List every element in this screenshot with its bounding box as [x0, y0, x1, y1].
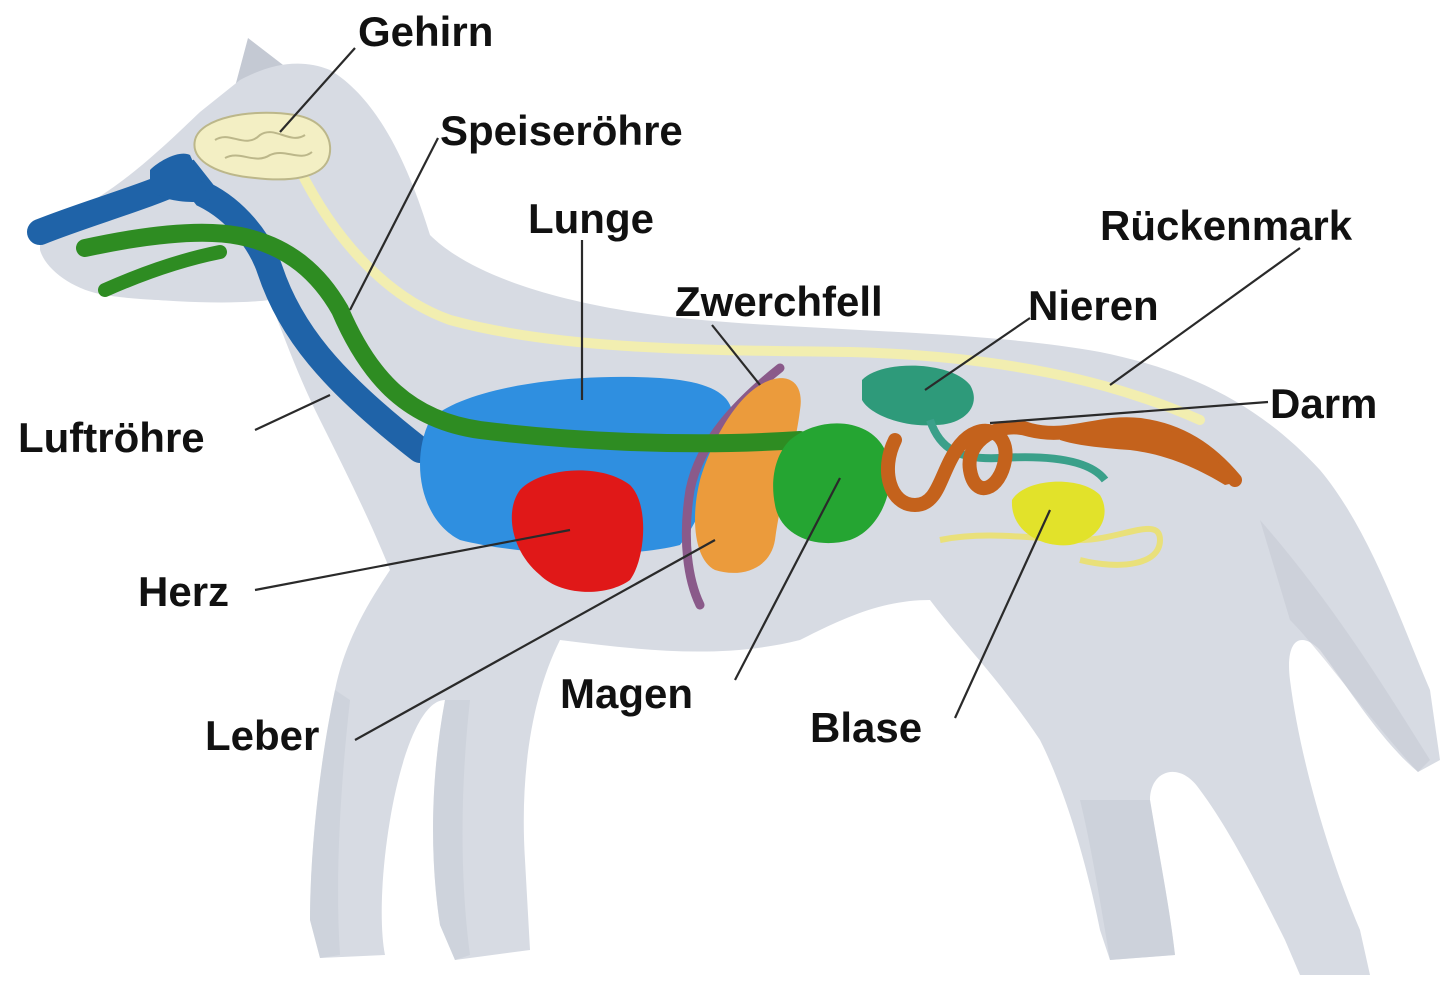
- label-esophagus: Speiseröhre: [440, 107, 683, 154]
- label-brain: Gehirn: [358, 8, 493, 55]
- label-liver: Leber: [205, 712, 319, 759]
- label-stomach: Magen: [560, 670, 693, 717]
- label-lung: Lunge: [528, 195, 654, 242]
- brain-organ: [194, 113, 330, 180]
- label-bladder: Blase: [810, 704, 922, 751]
- label-trachea: Luftröhre: [18, 414, 205, 461]
- label-diaphragm: Zwerchfell: [675, 278, 883, 325]
- label-heart: Herz: [138, 568, 229, 615]
- label-kidneys: Nieren: [1028, 282, 1159, 329]
- label-spinal-cord: Rückenmark: [1100, 202, 1353, 249]
- label-intestine: Darm: [1270, 380, 1377, 427]
